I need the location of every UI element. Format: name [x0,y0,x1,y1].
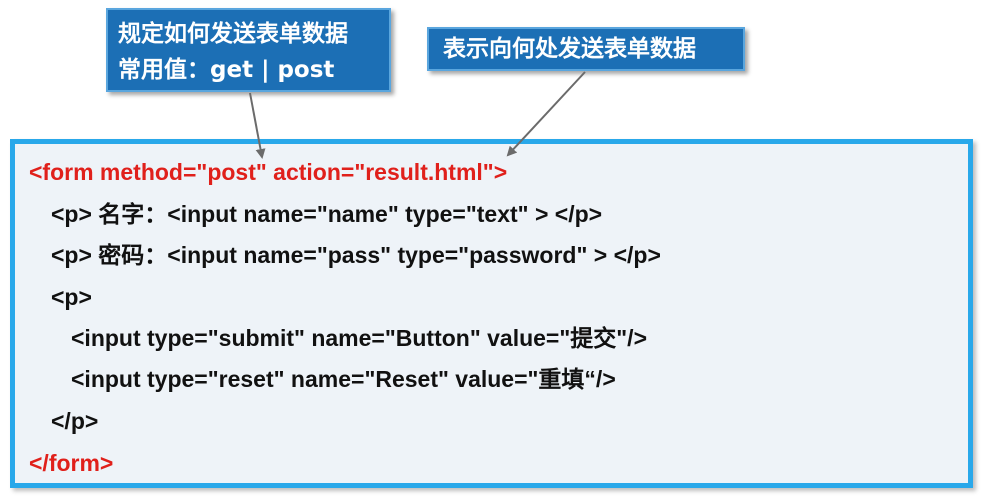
code-line-reset-input: <input type="reset" name="Reset" value="… [71,366,616,392]
code-line-password-field: <p> 密码：<input name="pass" type="password… [51,242,661,268]
code-line-form-open: <form method="post" action="result.html"… [29,159,508,185]
code-line-submit-input: <input type="submit" name="Button" value… [71,325,647,351]
code-line-form-close: </form> [29,450,114,476]
code-line-p-open: <p> [51,284,92,310]
method-callout-line2: 常用值：get | post [118,57,335,83]
action-callout: 表示向何处发送表单数据 [427,27,745,71]
code-box: <form method="post" action="result.html"… [10,139,973,488]
code-line-name-field: <p> 名字：<input name="name" type="text" > … [51,201,603,227]
code-line-p-close: </p> [51,408,99,434]
action-callout-text: 表示向何处发送表单数据 [443,36,696,62]
method-callout-line1: 规定如何发送表单数据 [118,21,348,47]
method-callout: 规定如何发送表单数据 常用值：get | post [106,8,391,92]
